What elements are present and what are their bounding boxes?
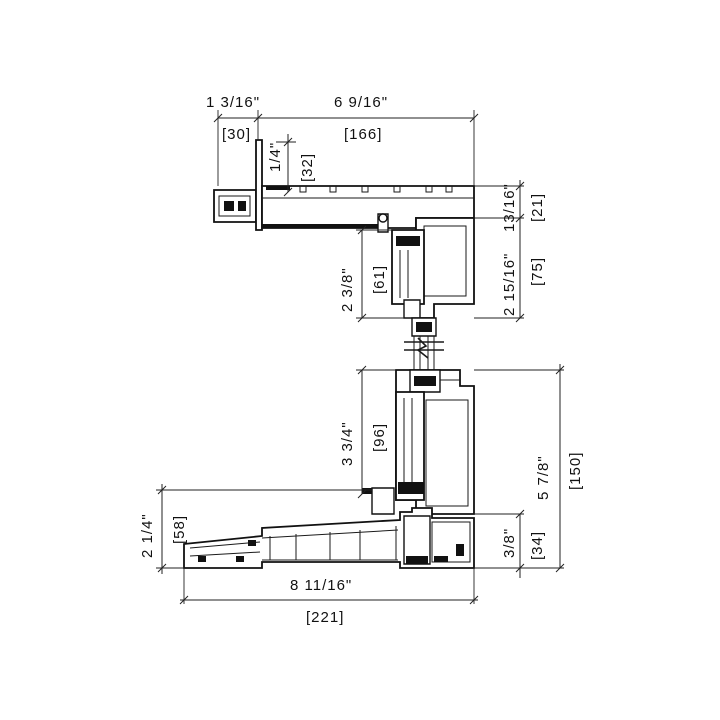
overall-right-mm: [150]: [567, 452, 584, 490]
head-right-inches: 6 9/16": [334, 94, 388, 111]
sill-height-inches: 2 1/4": [139, 513, 156, 558]
sill-right-inches: 3/8": [501, 528, 518, 558]
sill-height-mm: [58]: [171, 515, 188, 544]
sill-right-mm: [34]: [529, 531, 546, 560]
dimension-labels: 1 3/16" [30] 6 9/16" [166] 1/4" [32] 13/…: [139, 94, 584, 626]
upper-right-inches: 2 15/16": [501, 253, 518, 316]
head-top-mm: [21]: [529, 193, 546, 222]
head-left-inches: 1 3/16": [206, 94, 260, 111]
sill-width-mm: [221]: [306, 609, 344, 626]
upper-sash-mm: [61]: [371, 265, 388, 294]
glass-section: [404, 336, 444, 370]
sill-width-inches: 8 11/16": [290, 577, 352, 594]
upper-sash-inches: 2 3/8": [339, 267, 356, 312]
head-left-mm: [30]: [222, 126, 251, 143]
sill-profile: [183, 507, 475, 569]
lower-sash-mm: [96]: [371, 423, 388, 452]
upper-right-mm: [75]: [529, 257, 546, 286]
head-gap-mm: [32]: [299, 153, 316, 182]
lower-sash-inches: 3 3/4": [339, 421, 356, 466]
upper-sash: [391, 217, 475, 337]
head-top-inches: 13/16": [501, 183, 518, 232]
overall-right-inches: 5 7/8": [535, 455, 552, 500]
head-right-mm: [166]: [344, 126, 382, 143]
dimension-lines: [156, 110, 565, 605]
head-gap-inches: 1/4": [267, 142, 284, 172]
